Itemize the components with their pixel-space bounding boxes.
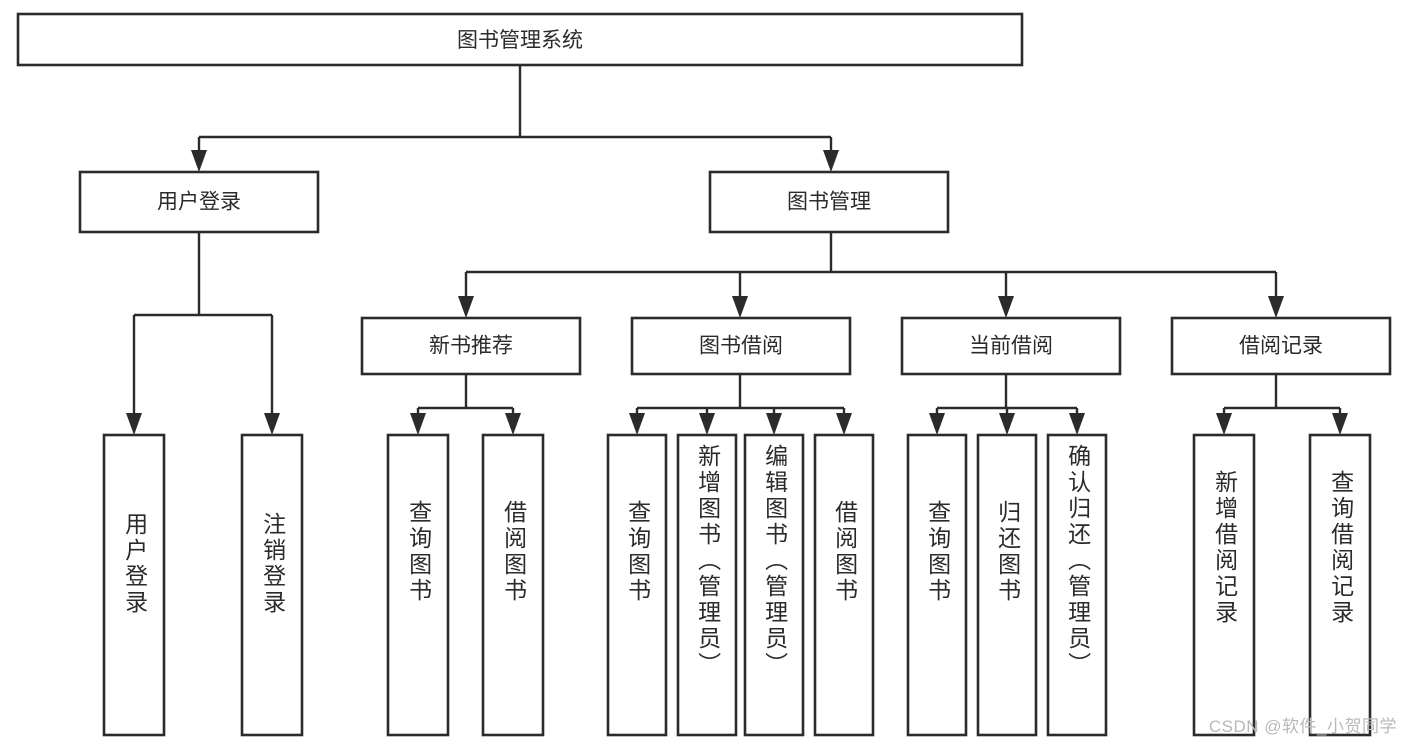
arrow-head-leaf-borrow-book-2 — [836, 413, 852, 435]
node-book-management[interactable]: 图书管理 — [708, 170, 950, 234]
leaf-rect-group — [102, 433, 1372, 737]
leaf-rect-edit-book[interactable] — [743, 433, 805, 737]
node-book-borrow-rect[interactable] — [630, 316, 852, 376]
node-root[interactable]: 图书管理系统 — [16, 12, 1024, 67]
node-book-management-rect[interactable] — [708, 170, 950, 234]
node-borrow-records-label: 借阅记录 — [1239, 335, 1323, 358]
arrow-head-leaf-query-record — [1332, 413, 1348, 435]
node-user-login[interactable]: 用户登录 — [78, 170, 320, 234]
arrow-head-book-mgmt — [823, 150, 839, 172]
connector-group-borrow-to-leaves — [629, 374, 852, 435]
connector-group-root-to-level1 — [191, 65, 839, 172]
node-book-borrow-label: 图书借阅 — [699, 335, 783, 358]
leaf-rect-query-book-2[interactable] — [606, 433, 668, 737]
arrow-head-leaf-query-book-1 — [410, 413, 426, 435]
node-book-management-label: 图书管理 — [787, 191, 871, 214]
node-root-label: 图书管理系统 — [457, 29, 583, 52]
arrow-head-leaf-add-record — [1216, 413, 1232, 435]
arrow-head-leaf-return-book — [999, 413, 1015, 435]
arrow-head-leaf-borrow-book-1 — [505, 413, 521, 435]
arrow-head-newbook — [458, 296, 474, 318]
arrow-head-leaf-user-login — [126, 413, 142, 435]
leaf-rect-borrow-book-1[interactable] — [481, 433, 545, 737]
arrow-head-leaf-add-book — [699, 413, 715, 435]
node-user-login-label: 用户登录 — [157, 191, 241, 214]
node-new-book-recommend-rect[interactable] — [360, 316, 582, 376]
leaf-rect-query-record[interactable] — [1308, 433, 1372, 737]
leaf-rect-user-login[interactable] — [102, 433, 166, 737]
arrow-head-borrow — [732, 296, 748, 318]
node-new-book-recommend[interactable]: 新书推荐 — [360, 316, 582, 376]
arrow-head-leaf-confirm-return — [1069, 413, 1085, 435]
arrow-head-leaf-edit-book — [766, 413, 782, 435]
arrow-head-leaf-query-book-2 — [629, 413, 645, 435]
leaf-rect-borrow-book-2[interactable] — [813, 433, 875, 737]
connector-group-records-to-leaves — [1216, 374, 1348, 435]
arrow-head-leaf-query-book-3 — [929, 413, 945, 435]
leaf-rect-add-record[interactable] — [1192, 433, 1256, 737]
node-current-borrow-label: 当前借阅 — [969, 335, 1053, 358]
node-current-borrow-rect[interactable] — [900, 316, 1122, 376]
node-root-rect[interactable] — [16, 12, 1024, 67]
node-borrow-records-rect[interactable] — [1170, 316, 1392, 376]
node-borrow-records[interactable]: 借阅记录 — [1170, 316, 1392, 376]
leaf-rect-logout[interactable] — [240, 433, 304, 737]
connector-group-current-to-leaves — [929, 374, 1085, 435]
node-user-login-rect[interactable] — [78, 170, 320, 234]
connector-group-userlogin-to-leaves — [126, 232, 280, 435]
connector-group-newbook-to-leaves — [410, 374, 521, 435]
arrow-head-leaf-logout — [264, 413, 280, 435]
watermark-text: CSDN @软件_小贺同学 — [1208, 717, 1397, 736]
leaf-rect-query-book-1[interactable] — [386, 433, 450, 737]
connector-group-bookmgmt-to-level2 — [458, 232, 1284, 318]
leaf-rect-return-book[interactable] — [976, 433, 1038, 737]
node-new-book-recommend-label: 新书推荐 — [429, 335, 513, 358]
arrow-head-user-login — [191, 150, 207, 172]
leaf-rect-confirm-return[interactable] — [1046, 433, 1108, 737]
arrow-head-current — [998, 296, 1014, 318]
leaf-rect-query-book-3[interactable] — [906, 433, 968, 737]
node-current-borrow[interactable]: 当前借阅 — [900, 316, 1122, 376]
arrow-head-records — [1268, 296, 1284, 318]
leaf-rect-add-book[interactable] — [676, 433, 738, 737]
node-book-borrow[interactable]: 图书借阅 — [630, 316, 852, 376]
